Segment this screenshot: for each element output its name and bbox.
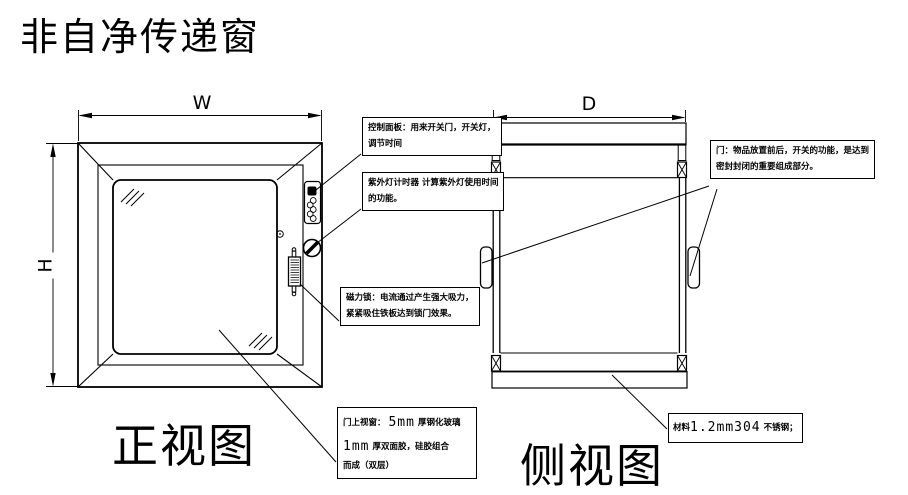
- leader-door-right: [689, 188, 718, 277]
- note-text-part: 门上视窗：: [343, 418, 386, 428]
- note-magnetic-lock: 磁力锁：电流通过产生强大吸力， 紧紧吸住铁板达到锁门效果。: [340, 287, 480, 327]
- magnetic-lock-device: [287, 247, 302, 297]
- note-value-glass: 5mm: [388, 415, 415, 430]
- leader-control-panel: [315, 153, 362, 191]
- glass-pane: [112, 179, 278, 355]
- note-text: 而成（双层）: [343, 461, 395, 472]
- leader-magnetic-lock: [299, 283, 340, 322]
- note-text: 调节时间: [368, 138, 403, 149]
- leader-door-window: [218, 329, 337, 463]
- note-value-material: 1.2mm304: [690, 420, 761, 435]
- uv-timer-dial: [302, 238, 322, 258]
- glass-hatch-top: [120, 188, 145, 207]
- dim-label-d: D: [577, 95, 601, 114]
- screw-detail: [276, 230, 284, 238]
- leader-door-left: [481, 185, 710, 264]
- note-text-part: 厚双面胶，硅胶组合: [372, 442, 449, 453]
- note-text: 紧紧吸住铁板达到锁门效果。: [346, 308, 457, 319]
- handle-left: [479, 246, 493, 289]
- side-view-label: 侧视图: [520, 439, 664, 493]
- dimension-width: [78, 110, 322, 141]
- leader-lines: [218, 153, 718, 463]
- note-text-part: 不锈钢；: [763, 423, 798, 433]
- note-control-panel: 控制面板：用来开关门，开关灯， 调节时间: [362, 117, 502, 157]
- note-text-part: 厚钢化玻璃: [417, 418, 461, 428]
- dim-label-w: W: [188, 94, 216, 113]
- side-door-right: [678, 177, 687, 353]
- side-view-body: [479, 122, 701, 389]
- drawing-title: 非自净传递窗: [20, 15, 261, 59]
- note-text: 控制面板：用来开关门，开关灯，: [368, 123, 496, 133]
- note-text: 磁力锁：电流通过产生强大吸力，: [346, 293, 474, 303]
- note-text: 门上视窗： 5mm 厚钢化玻璃: [343, 411, 471, 435]
- leader-material: [611, 374, 668, 430]
- note-text-part: 材料: [673, 423, 691, 433]
- note-text: 门：物品放置前后，开关的功能，是达到: [716, 146, 870, 156]
- front-view-label: 正视图: [112, 419, 256, 473]
- note-text: 紫外灯计时器 计算紫外灯使用时间: [368, 178, 499, 188]
- note-text: 的功能。: [368, 193, 403, 204]
- note-text: 密封封闭的重要组成部分。: [716, 161, 819, 172]
- leader-uv-timer: [316, 208, 362, 244]
- control-panel-device: [303, 180, 322, 225]
- note-door-window: 门上视窗： 5mm 厚钢化玻璃 1mm 厚双面胶，硅胶组合 而成（双层）: [337, 407, 477, 479]
- note-material: 材料1.2mm304 不锈钢；: [668, 413, 803, 444]
- note-value-tape: 1mm: [343, 439, 370, 455]
- hinge-block-bottom-left: [490, 354, 502, 372]
- note-uv-timer: 紫外灯计时器 计算紫外灯使用时间 的功能。: [362, 172, 505, 212]
- hinge-block-top-right: [676, 160, 688, 179]
- handle-right: [687, 246, 701, 289]
- glass-hatch-bottom: [248, 332, 273, 351]
- dim-label-h: H: [35, 252, 57, 279]
- note-text: 1mm 厚双面胶，硅胶组合: [343, 435, 471, 459]
- note-door: 门：物品放置前后，开关的功能，是达到 密封封闭的重要组成部分。: [710, 140, 876, 180]
- front-view-frame: [77, 142, 323, 388]
- hinge-block-bottom-right: [676, 354, 688, 372]
